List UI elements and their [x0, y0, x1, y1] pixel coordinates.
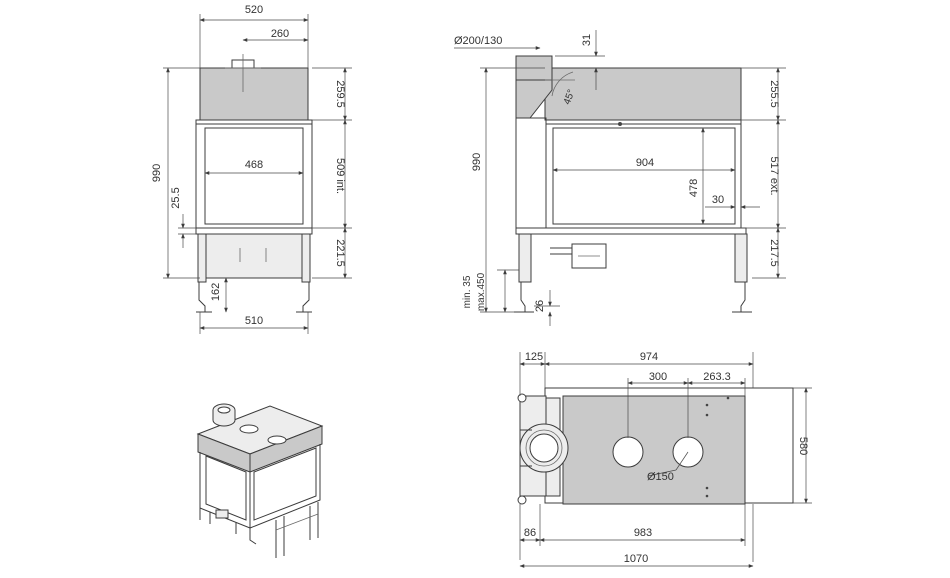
side-frame-offset-label: 30	[712, 194, 724, 206]
top-body	[562, 395, 746, 505]
front-hood-height-label: 259.5	[334, 80, 346, 108]
top-left-offset-label: 125	[525, 351, 543, 363]
isometric-view	[196, 403, 324, 558]
front-leg-span-label: 510	[245, 315, 263, 327]
top-hole-left	[612, 436, 644, 468]
front-opening-height-label: 509 int.	[334, 158, 346, 194]
front-base	[204, 233, 304, 279]
top-hole-offset-label: 263.3	[703, 371, 731, 383]
side-angle-label: 45°	[562, 88, 578, 106]
front-hood	[199, 67, 309, 121]
front-leg-height-label: 162	[210, 283, 222, 301]
side-opening-height-label: 517 ext.	[768, 156, 780, 195]
side-leg-min-label: min. 35	[462, 275, 473, 308]
side-total-height-label: 990	[471, 153, 483, 171]
side-flue-diameter-label: Ø200/130	[454, 35, 502, 47]
side-hood	[544, 67, 742, 121]
side-base-height-label: 217.5	[768, 239, 780, 267]
front-width-label: 520	[245, 4, 263, 16]
top-hole-spacing-label: 300	[649, 371, 667, 383]
top-rear-offset-label: 86	[524, 527, 536, 539]
top-rear-length-label: 983	[634, 527, 652, 539]
front-opening-width-label: 468	[245, 159, 263, 171]
side-glass-height-label: 478	[688, 179, 700, 197]
side-foot-label: 26	[534, 300, 546, 312]
side-flue-top-label: 31	[581, 34, 593, 46]
front-view: 520 260 990 259.5 468 509 int. 221.5 25.…	[151, 4, 352, 334]
side-hood-height-label: 255.5	[768, 80, 780, 108]
side-leg-max-label: max.450	[476, 272, 487, 311]
front-base-height-label: 221.5	[334, 239, 346, 267]
front-total-height-label: 990	[151, 164, 163, 182]
top-hole-diameter-label: Ø150	[647, 471, 674, 483]
top-body-length-label: 974	[640, 351, 658, 363]
top-overall-length-label: 1070	[624, 553, 648, 565]
side-view: Ø200/130 31 45° 255.5 990 904 478 30 517…	[454, 30, 786, 326]
top-depth-label: 580	[797, 437, 809, 455]
side-glass-width-label: 904	[636, 157, 654, 169]
front-plinth-label: 25.5	[170, 187, 182, 208]
front-flue-offset-label: 260	[271, 28, 289, 40]
top-view: 125 974 300 263.3 580 Ø150 86 983 1070	[517, 351, 812, 568]
